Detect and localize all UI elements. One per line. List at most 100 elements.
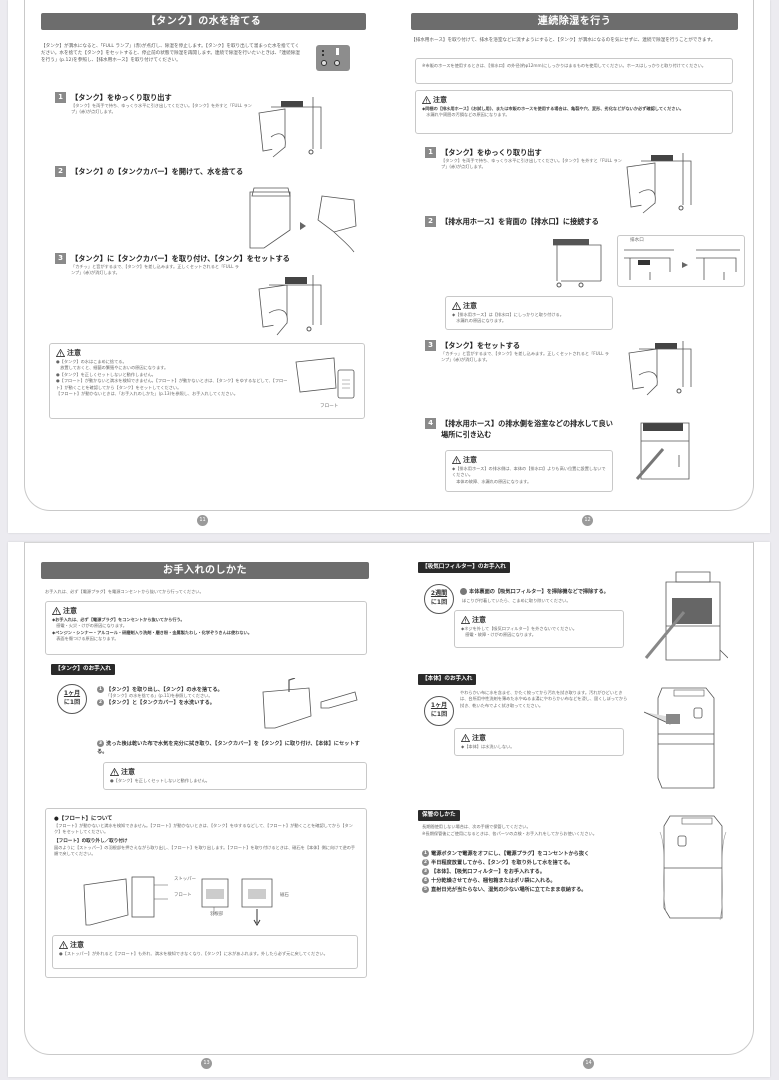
caution-item: 放置しておくと、細菌の繁殖やにおいの原因になります。: [56, 365, 169, 371]
frequency-count: に1回: [63, 699, 81, 706]
warning-icon: [452, 302, 461, 310]
caution-item: ●【フロート】が動かないと満水を検知できません。【フロート】が動かないときは、【…: [56, 378, 288, 390]
caution-item: 感電・火災・けがの原因になります。: [52, 623, 127, 629]
hose-drain-illustration: [633, 421, 703, 483]
filter-subtext: ほこりが付着していたら、こまめに取り除いてください。: [462, 598, 571, 603]
step-number: 3: [97, 740, 104, 747]
tank-removal-illustration: [251, 97, 331, 159]
tank-set-illustration: [251, 275, 331, 337]
caution-heading: 注意: [110, 767, 360, 777]
float-illustration: [294, 354, 358, 404]
caution-heading: 注意: [461, 615, 617, 625]
page-number: 11: [197, 515, 208, 526]
storage-intro: 長期間使用しない場合は、次の手順で保管してください。: [422, 824, 531, 829]
step-title: 【タンク】をゆっくり取り出す: [441, 148, 542, 157]
step-text: 【タンク】を両手で持ち、ゆっくり水平に引き出してください。【タンク】を外すと「F…: [441, 158, 622, 170]
step-text: 洗った後は乾いた布で水気を充分に拭き取り、【タンクカバー】を【タンク】に取り付け…: [97, 741, 360, 755]
magnet-label: 磁石: [280, 893, 289, 898]
caution-box: 注意 ◆ネジを外して【吸気口フィルター】を外さないでください。 感電・故障・けが…: [454, 610, 624, 648]
float-subheading: 【フロート】の取り外し／取り付け: [54, 838, 128, 844]
intro-text: 【排水用ホース】を取り付けて、排水を浴室などに流すようにすると、【タンク】が満水…: [411, 38, 716, 43]
caution-box: 注意 ●【ストッパー】が外れると【フロート】も外れ、満水を検知できなくなり、【タ…: [52, 935, 358, 969]
unit-back-illustration: [551, 237, 613, 291]
care-step: 2【タンク】と【タンクカバー】を水洗いする。: [97, 699, 257, 708]
step-number: 1: [422, 850, 429, 857]
tank-wash-illustration: [259, 678, 359, 734]
page-title: お手入れのしかた: [41, 562, 369, 579]
intro-text: お手入れは、必ず【電源プラグ】を電源コンセントから抜いてから行ってください。: [45, 589, 204, 594]
step-text: 「カチッ」と音がするまで、【タンク】を差し込みます。正しくセットされると「FUL…: [441, 351, 609, 363]
step-number: 3: [422, 868, 429, 875]
caution-box: 注意 ◆【本体】は水洗いしない。: [454, 728, 624, 756]
caution-label: 注意: [433, 96, 447, 104]
caution-box: 注意 ◆お手入れは、必ず【電源プラグ】をコンセントから抜いてから行う。 感電・火…: [45, 601, 367, 655]
caution-item: 表面を傷つける原因になります。: [52, 636, 119, 642]
caution-item: ◆ネジを外して【吸気口フィルター】を外さないでください。: [461, 626, 577, 631]
step-number: 2: [55, 166, 66, 177]
step-bullet-icon: [460, 588, 467, 595]
step-text: 「カチッ」と音がするまで、【タンク】を差し込みます。正しくセットされると「FUL…: [71, 264, 239, 276]
caution-item: ◆【本体】は水洗いしない。: [461, 744, 515, 749]
caution-item: ◆お手入れは、必ず【電源プラグ】をコンセントから抜いてから行う。: [52, 617, 185, 622]
tank-cover-illustration: [244, 186, 364, 254]
step-number: 4: [422, 877, 429, 884]
warning-icon: [422, 96, 431, 104]
frequency-count: に1回: [430, 599, 448, 606]
step-2: 2 【タンク】の【タンクカバー】を開けて、水を捨てる: [55, 166, 315, 177]
warning-icon: [461, 616, 470, 624]
drain-port-detail: 排水口: [617, 235, 745, 287]
caution-item: 感電・故障・けがの原因になります。: [461, 632, 536, 638]
warning-icon: [52, 607, 61, 615]
step-title: 【タンク】をゆっくり取り出す: [71, 93, 172, 102]
caution-heading: 注意: [59, 940, 351, 950]
caution-item: ●【タンク】の水はこまめに捨てる。: [56, 359, 127, 364]
step-number: 1: [97, 686, 104, 693]
step-title: 【タンク】の【タンクカバー】を開けて、水を捨てる: [71, 167, 244, 176]
step-number: 1: [425, 147, 436, 158]
step-text: 直射日光が当たらない、湿気の少ない場所に立てたまま収納する。: [431, 887, 587, 893]
step-2: 2 【排水用ホース】を背面の【排水口】に接続する: [425, 216, 685, 227]
caution-label: 注意: [121, 768, 135, 776]
step-3: 3 【タンク】に【タンクカバー】を取り付け、【タンク】をセットする 「カチッ」と…: [55, 253, 335, 277]
warning-icon: [56, 349, 65, 357]
float-removal-illustration: [82, 871, 282, 929]
filter-vacuum-illustration: [638, 568, 728, 668]
page-number: 14: [583, 1058, 594, 1069]
step-1: 1 【タンク】をゆっくり取り出す 【タンク】を両手で持ち、ゆっくり水平に引き出し…: [425, 147, 625, 171]
page-11: 【タンク】の水を捨てる 【タンク】が満水になると、「FULL ランプ」(赤)が点…: [41, 13, 366, 419]
bagged-unit-illustration: [658, 812, 728, 924]
page-frame: [24, 542, 754, 1055]
float-info-box: ●【フロート】について 【フロート】が動かないと満水を検知できません。【フロート…: [45, 808, 367, 978]
step-number: 4: [425, 418, 436, 429]
step-number: 3: [425, 340, 436, 351]
body-wipe-illustration: [644, 684, 724, 794]
step-3: 3 【タンク】をセットする 「カチッ」と音がするまで、【タンク】を差し込みます。…: [425, 340, 625, 364]
step-title: 【排水用ホース】を背面の【排水口】に接続する: [441, 217, 599, 226]
caution-heading: 注意: [52, 606, 360, 616]
section-tag-body-care: 【本体】のお手入れ: [418, 674, 477, 685]
intro-text: 【タンク】が満水になると、「FULL ランプ」(赤)が点灯し、除湿を停止します。…: [41, 44, 300, 63]
float-label: フロート: [320, 404, 339, 409]
page-12: 連続除湿を行う 【排水用ホース】を取り付けて、排水を浴室などに流すようにすると、…: [411, 13, 745, 492]
warning-icon: [461, 734, 470, 742]
section-tag-tank-care: 【タンク】のお手入れ: [51, 664, 115, 675]
caution-item: 水漏れや周囲の汚損などの原因になります。: [422, 112, 510, 118]
step-subtext: 「【タンク】の水を捨てる」(p.11)を参照してください。: [106, 693, 213, 698]
tank-care-steps: 1【タンク】を取り出し、【タンク】の水を捨てる。 「【タンク】の水を捨てる」(p…: [97, 686, 257, 708]
frequency-badge: 1ヶ月 に1回: [57, 684, 87, 714]
page-number: 13: [201, 1058, 212, 1069]
frequency-badge: 1ヶ月 に1回: [424, 696, 454, 726]
caution-label: 注意: [472, 734, 486, 742]
step-text: 半日程度放置してから、【タンク】を取り外して水を捨てる。: [431, 860, 574, 866]
step-number: 2: [97, 699, 104, 707]
step-number: 1: [55, 92, 66, 103]
tank-set-illustration: [621, 341, 701, 397]
control-panel-illustration: [316, 45, 350, 71]
caution-heading: 注意: [56, 348, 358, 358]
page-title: 【タンク】の水を捨てる: [41, 13, 366, 30]
step-text: 【タンク】を両手で持ち、ゆっくり水平に引き出してください。【タンク】を外すと「F…: [71, 103, 252, 115]
